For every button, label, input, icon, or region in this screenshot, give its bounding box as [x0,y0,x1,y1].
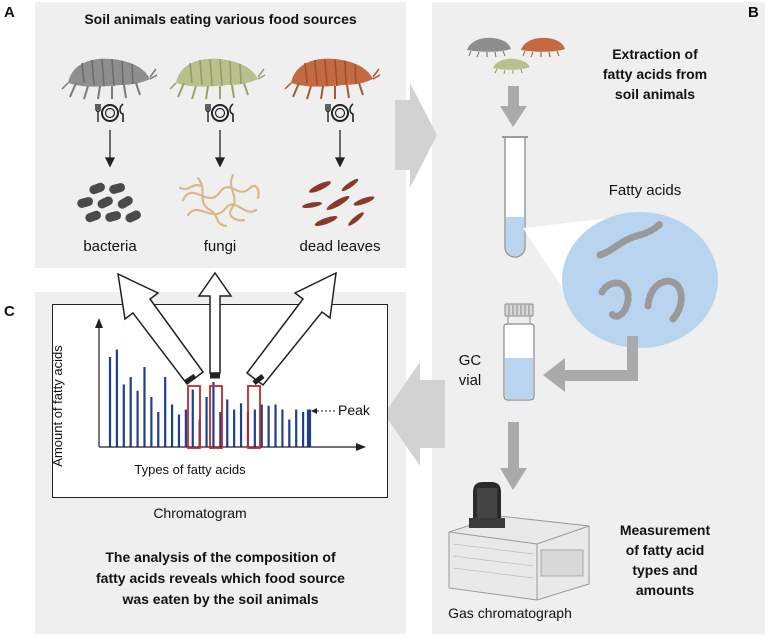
x-axis-label: Types of fatty acids [134,462,246,477]
conclusion-line-1: The analysis of the composition of [105,549,336,565]
small-animals-icon [467,37,565,75]
animal-icon-leaf-eater [284,58,381,100]
fatty-acid-circle [562,212,718,348]
extraction-title-line-1: Extraction of [612,46,698,62]
food-label-dead-leaves: dead leaves [299,238,381,255]
dead-leaves-icon [302,178,375,226]
conclusion-line-3: was eaten by the soil animals [122,591,319,607]
food-label-fungi: fungi [203,238,237,255]
panel-letter-a: A [4,4,15,21]
fatty-acids-label: Fatty acids [608,182,682,199]
panel-letter-b: B [748,4,759,21]
gc-vial-icon [503,303,535,401]
measurement-line-4: amounts [635,582,695,598]
gc-vial-label-line-1: GC [458,352,482,369]
animal-icon-fungi-eater [169,58,266,100]
chromatogram-plot [95,318,366,451]
plate-icon-2 [205,103,234,122]
peak-label: Peak [338,402,370,418]
plate-icon-1 [95,103,124,122]
animal-icon-bacteria-eater [61,58,158,100]
measurement-line-1: Measurement [619,522,711,538]
plate-icon-3 [325,103,354,122]
fungi-icon [178,173,260,228]
panel-a-title: Soil animals eating various food sources [84,11,357,27]
extraction-title-line-3: soil animals [614,86,696,102]
panel-letter-c: C [4,303,15,320]
food-label-bacteria: bacteria [83,238,137,255]
measurement-line-3: types and [632,562,698,578]
instrument-label: Gas chromatograph [448,605,572,621]
gc-vial-label-line-2: vial [458,372,482,389]
gas-chromatograph-icon [448,482,590,601]
chromatogram-label: Chromatogram [153,505,247,521]
extraction-title-line-2: fatty acids from [602,66,708,82]
test-tube-icon [502,136,528,258]
measurement-line-2: of fatty acid [625,542,705,558]
bacteria-icon [77,182,141,223]
conclusion-line-2: fatty acids reveals which food source [96,570,345,586]
